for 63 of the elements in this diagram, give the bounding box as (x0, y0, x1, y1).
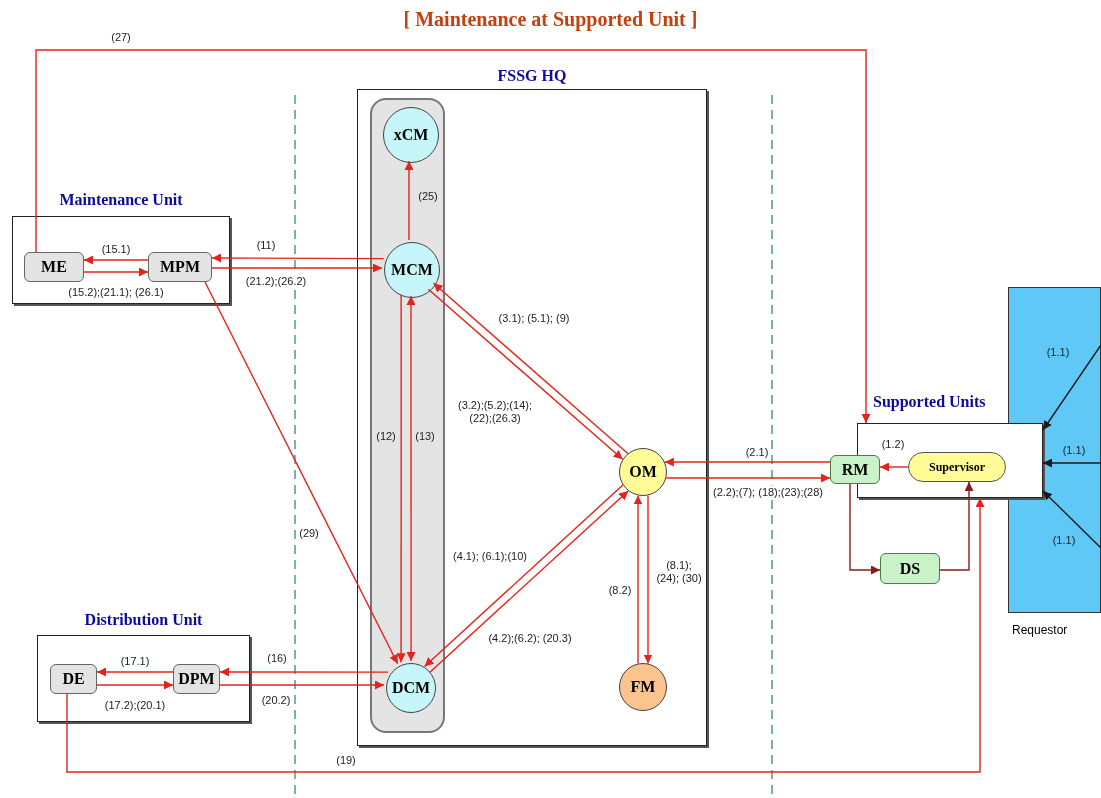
edge-label: (17.2);(20.1) (103, 698, 167, 712)
arrow (879, 462, 909, 472)
arrow (665, 473, 831, 483)
process-box: MPM (148, 252, 212, 282)
arrow (211, 263, 383, 273)
arrow (96, 680, 174, 690)
edge-label: (15.2);(21.1); (26.1) (67, 285, 165, 299)
edge-label: (1.1) (1061, 443, 1087, 457)
process-box: DS (880, 553, 940, 584)
arrow (404, 160, 414, 241)
edge-label: (29) (298, 526, 320, 540)
edge-label: (13) (414, 429, 436, 443)
arrow (633, 494, 643, 665)
group-heading: Supported Units (873, 392, 986, 413)
arrow (35, 49, 871, 424)
arrow (83, 267, 149, 277)
edge-label: (25) (417, 189, 439, 203)
arrow (1042, 490, 1101, 549)
edge-label: (27) (110, 30, 132, 44)
edge-label: (1.1) (1051, 533, 1077, 547)
arrow (211, 253, 385, 263)
arrow (66, 497, 985, 773)
edge-label: (4.2);(6.2); (20.3) (487, 631, 573, 645)
edge-label: (17.1) (119, 654, 151, 668)
arrow (204, 281, 399, 665)
arrow (396, 293, 406, 663)
process-box: DE (50, 664, 97, 694)
arrow (1042, 458, 1101, 468)
arrow (1042, 344, 1101, 431)
arrow (219, 680, 385, 690)
node-label: Requestor (1012, 622, 1068, 639)
arrow (849, 483, 881, 575)
arrow (643, 494, 653, 665)
arrow (83, 255, 149, 265)
edge-label: (21.2);(26.2) (244, 274, 308, 288)
diagram-title: [ Maintenance at Supported Unit ] (403, 7, 698, 33)
edge-label: (15.1) (100, 242, 132, 256)
edge-label: (1.1) (1045, 345, 1071, 359)
process-box: ME (24, 252, 84, 282)
edge-label: (16) (266, 651, 288, 665)
edge-label: (12) (375, 429, 397, 443)
group-column (370, 98, 445, 733)
arrow (96, 667, 174, 677)
group-heading: Maintenance Unit (59, 190, 183, 210)
process-box: RM (830, 455, 880, 484)
arrow (406, 295, 416, 662)
edge-label: (11) (255, 238, 277, 252)
edge-label: (8.2) (607, 583, 633, 597)
edge-label: (3.1); (5.1); (9) (497, 311, 571, 325)
role-pill: Supervisor (908, 452, 1006, 482)
group-heading: Distribution Unit (84, 610, 203, 630)
edge-label: (1.2) (880, 437, 906, 451)
arrow (219, 667, 389, 677)
edge-label: (19) (335, 753, 357, 767)
arrow (664, 457, 831, 467)
arrow (939, 481, 974, 571)
edge-label: (4.1); (6.1);(10) (452, 549, 528, 563)
edge-label: (2.2);(7); (18);(23);(28) (712, 485, 824, 499)
edge-label: (2.1) (744, 445, 770, 459)
edge-label: (3.2);(5.2);(14); (22);(26.3) (455, 399, 535, 425)
group-heading: FSSG HQ (497, 66, 567, 86)
edge-label: (20.2) (260, 693, 292, 707)
process-box: DPM (173, 664, 220, 694)
